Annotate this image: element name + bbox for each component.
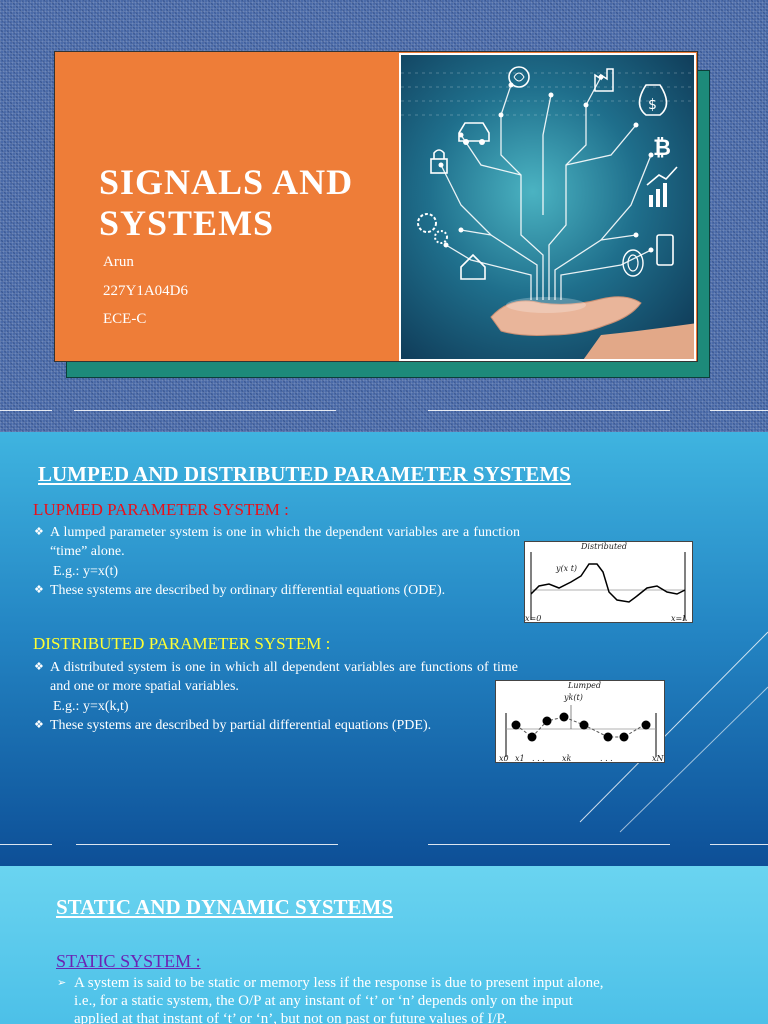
title-slide: Signals and Systems Arun 227Y1A04D6 ECE-… — [0, 0, 768, 432]
diamond-bullet-icon: ❖ — [34, 719, 44, 731]
static-system-heading: STATIC SYSTEM : — [56, 951, 201, 971]
lumped-system-figure: Lumped yk(t) x0 x1 . . . xk . . . xN — [495, 680, 665, 763]
decorative-rule-left — [0, 410, 52, 411]
decorative-rule-far-right — [710, 844, 768, 845]
ellipsis-label: . . . — [532, 754, 545, 762]
lumped-ode-bullet: ❖ These systems are described by ordinar… — [34, 583, 446, 598]
open-hand-icon — [490, 296, 694, 359]
decorative-rule-middle — [76, 844, 338, 845]
curve-label: y(x t) — [555, 564, 577, 573]
svg-text:₿: ₿ — [653, 136, 671, 161]
decorative-rule-left — [0, 844, 52, 845]
lumped-definition-bullet: ❖ A lumped parameter system is one in wh… — [34, 525, 520, 559]
decorative-rule-middle — [74, 410, 336, 411]
arrow-bullet-icon: ➢ — [57, 977, 67, 989]
car-icon — [458, 122, 490, 145]
slide-title: STATIC AND DYNAMIC SYSTEMS — [56, 895, 394, 919]
figure-caption: Lumped — [567, 681, 601, 690]
x-start-label: x=0 — [525, 614, 541, 622]
ellipsis-label: . . . — [600, 754, 613, 762]
figure-caption: Distributed — [580, 542, 627, 551]
curve-label: yk(t) — [563, 693, 583, 702]
diamond-bullet-icon: ❖ — [34, 526, 44, 538]
money-bag-icon: $ — [638, 84, 668, 116]
distributed-system-heading: DISTRIBUTED PARAMETER SYSTEM : — [33, 634, 331, 653]
smartphone-icon — [656, 234, 674, 266]
presentation-title: Signals and Systems — [99, 162, 354, 243]
roll-number: 227Y1A04D6 — [103, 283, 188, 299]
distributed-curve-plot: Distributed y(x t) x=0 x=L — [525, 542, 688, 623]
decorative-rule-right — [428, 410, 670, 411]
distributed-definition-bullet: ❖ A distributed system is one in which a… — [34, 660, 518, 694]
lock-icon — [430, 149, 448, 174]
xn-label: xN — [652, 754, 664, 762]
svg-text:$: $ — [648, 97, 657, 113]
section-label: ECE-C — [103, 311, 147, 327]
decorative-rule-far-right — [710, 410, 768, 411]
bar-chart-icon — [646, 166, 678, 207]
diamond-bullet-icon: ❖ — [34, 584, 44, 596]
bitcoin-icon: ₿ — [653, 136, 671, 161]
lumped-example: E.g.: y=x(t) — [53, 564, 119, 579]
gears-icon — [417, 213, 448, 244]
factory-icon — [594, 68, 614, 92]
lumped-system-heading: LUPMED PARAMETER SYSTEM : — [33, 500, 289, 519]
x0-label: x0 — [499, 754, 509, 762]
decorative-rule-right — [428, 844, 670, 845]
distributed-example: E.g.: y=x(k,t) — [53, 699, 129, 714]
slide-title: Lumped and distributed parameter systems — [38, 462, 571, 486]
author-name: Arun — [103, 254, 134, 270]
distributed-pde-bullet: ❖ These systems are described by partial… — [34, 718, 432, 733]
smart-home-icon — [460, 253, 486, 280]
x1-label: x1 — [515, 754, 525, 762]
fingerprint-icon — [622, 249, 644, 277]
lumped-points-plot: Lumped yk(t) x0 x1 . . . xk . . . xN — [499, 681, 665, 763]
x-end-label: x=L — [671, 614, 688, 622]
distributed-system-figure: Distributed y(x t) x=0 x=L — [524, 541, 693, 623]
brain-icon — [508, 66, 530, 88]
technology-tree-hand-image: $ ₿ — [399, 53, 696, 361]
title-card: Signals and Systems Arun 227Y1A04D6 ECE-… — [54, 51, 698, 362]
static-system-definition-bullet: ➢ A system is said to be static or memor… — [57, 975, 604, 1024]
diamond-bullet-icon: ❖ — [34, 661, 44, 673]
circuit-tree-illustration: $ ₿ — [401, 66, 694, 359]
decorative-diagonal-lines — [579, 631, 768, 833]
static-dynamic-slide: STATIC AND DYNAMIC SYSTEMS STATIC SYSTEM… — [0, 866, 768, 1024]
xk-label: xk — [562, 754, 572, 762]
lumped-distributed-slide: Lumped and distributed parameter systems… — [0, 432, 768, 866]
